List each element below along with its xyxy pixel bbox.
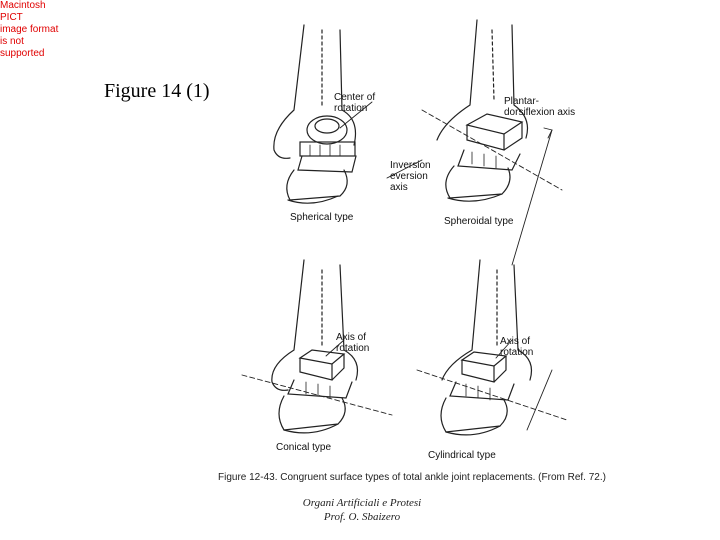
label-spheroidal-type: Spheroidal type <box>444 216 514 227</box>
label-cylindrical-type: Cylindrical type <box>428 450 496 461</box>
figure-caption: Figure 12-43. Congruent surface types of… <box>218 472 606 483</box>
slide-footer: Organi Artificiali e Protesi Prof. O. Sb… <box>282 496 442 524</box>
pict-unsupported-notice: Macintosh PICT image format is not suppo… <box>0 0 68 60</box>
label-center-of-rotation: Center of rotation <box>334 92 375 114</box>
footer-professor: Prof. O. Sbaizero <box>323 511 401 523</box>
label-inversion-eversion-axis: Inversion eversion axis <box>390 160 431 193</box>
label-line: rotation <box>334 103 368 114</box>
slide-title: Figure 14 (1) <box>104 80 210 102</box>
label-line: axis <box>390 182 408 193</box>
label-axis-of-rotation-left: Axis of rotation <box>336 332 369 354</box>
label-spherical-type: Spherical type <box>290 212 354 223</box>
spherical-type-drawing <box>273 24 373 204</box>
ankle-drawings <box>241 19 568 436</box>
label-line: rotation <box>500 347 534 358</box>
label-line: Inversion <box>390 160 431 171</box>
label-line: Center of <box>334 92 376 103</box>
label-line: Plantar- <box>504 96 540 107</box>
pict-warning-line: Macintosh PICT <box>0 0 46 23</box>
pict-warning-line: is not supported <box>0 36 45 59</box>
label-line: rotation <box>336 343 370 354</box>
pict-warning-line: image format <box>0 24 59 35</box>
label-line: eversion <box>390 171 428 182</box>
conical-type-drawing <box>241 259 393 434</box>
label-line: dorsiflexion axis <box>504 107 576 118</box>
label-line: Axis of <box>336 332 367 343</box>
label-line: Axis of <box>500 336 531 347</box>
cylindrical-type-drawing <box>416 259 568 436</box>
label-conical-type: Conical type <box>276 442 332 453</box>
ankle-prosthesis-figure: Center of rotation Plantar- dorsiflexion… <box>222 10 622 490</box>
footer-course: Organi Artificiali e Protesi <box>302 497 422 509</box>
label-axis-of-rotation-right: Axis of rotation <box>500 336 533 358</box>
spheroidal-type-drawing <box>386 19 563 266</box>
label-plantar-dorsiflexion-axis: Plantar- dorsiflexion axis <box>504 96 575 118</box>
